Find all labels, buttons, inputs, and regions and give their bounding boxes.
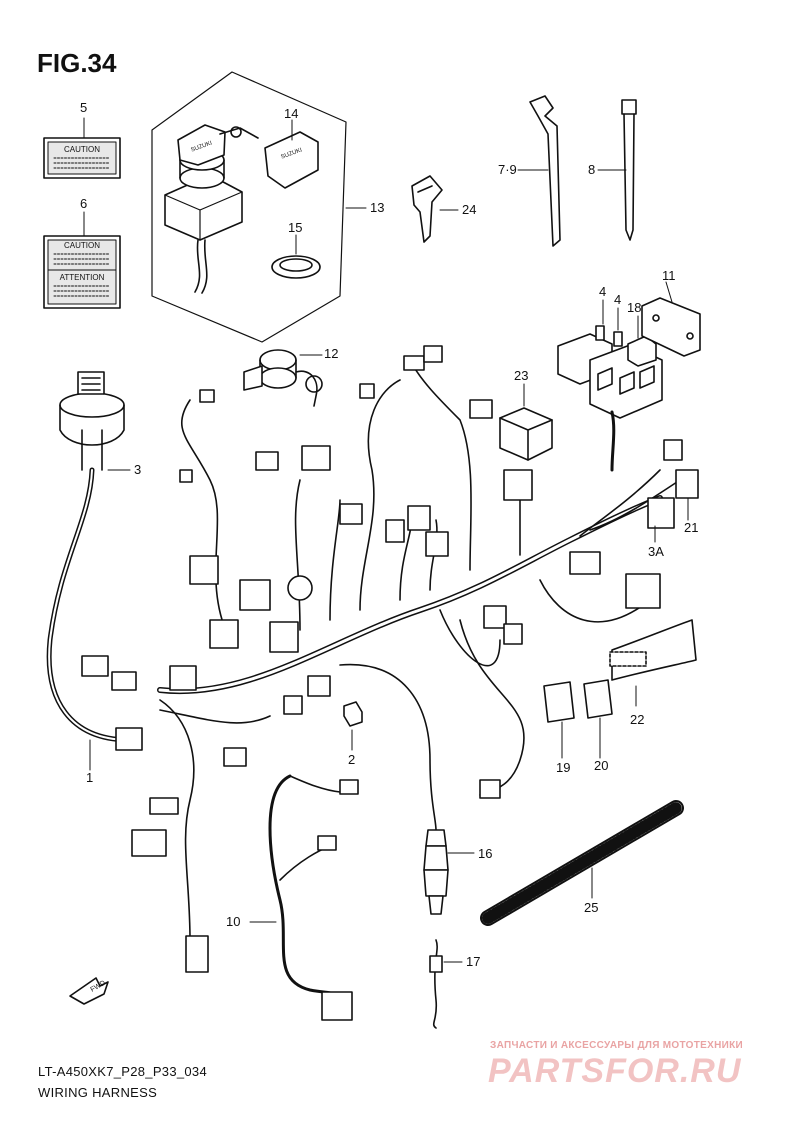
callout-24: 24 bbox=[462, 202, 476, 217]
connector-2 bbox=[343, 701, 363, 751]
ignition-switch-group: SUZUKI SUZUKI bbox=[151, 71, 347, 343]
callout-19: 19 bbox=[556, 760, 570, 775]
callout-1: 1 bbox=[86, 770, 93, 785]
cover-19 bbox=[543, 681, 575, 759]
socket-12 bbox=[243, 349, 323, 407]
key-24 bbox=[411, 175, 459, 243]
svg-text:CAUTION: CAUTION bbox=[64, 145, 100, 154]
corrugated-tube-25 bbox=[480, 800, 684, 926]
caution-label-5: CAUTION bbox=[43, 137, 121, 179]
relay-23 bbox=[499, 383, 553, 461]
callout-21: 21 bbox=[684, 520, 698, 535]
callout-8: 8 bbox=[588, 162, 595, 177]
callout-10: 10 bbox=[226, 914, 240, 929]
cover-20 bbox=[583, 679, 613, 759]
holder-22 bbox=[609, 619, 697, 707]
main-wiring-harness-1 bbox=[46, 359, 681, 941]
fuse-box-assembly bbox=[557, 281, 701, 472]
leader-lines bbox=[83, 117, 689, 771]
callout-6: 6 bbox=[80, 196, 87, 211]
figure-code: LT-A450XK7_P28_P33_034 bbox=[38, 1064, 207, 1079]
callout-16: 16 bbox=[478, 846, 492, 861]
callout-20: 20 bbox=[594, 758, 608, 773]
fwd-arrow-icon: FWD bbox=[69, 977, 109, 1005]
sensor-16 bbox=[423, 829, 475, 915]
callout-15: 15 bbox=[288, 220, 302, 235]
callout-13: 13 bbox=[370, 200, 384, 215]
cable-tie-7-9 bbox=[517, 95, 561, 247]
sub-harness-10 bbox=[249, 774, 359, 1021]
figure-name: WIRING HARNESS bbox=[38, 1085, 158, 1100]
watermark-tagline: ЗАПЧАСТИ И АКСЕССУАРЫ ДЛЯ МОТОТЕХНИКИ bbox=[490, 1040, 743, 1051]
callout-17: 17 bbox=[466, 954, 480, 969]
callout-2: 2 bbox=[348, 752, 355, 767]
callout-4b: 4 bbox=[614, 292, 621, 307]
callout-22: 22 bbox=[630, 712, 644, 727]
svg-text:ATTENTION: ATTENTION bbox=[60, 273, 105, 282]
callout-12: 12 bbox=[324, 346, 338, 361]
callout-3a: 3A bbox=[648, 544, 664, 559]
harness-connectors bbox=[81, 345, 699, 973]
callout-11: 11 bbox=[662, 268, 676, 283]
callout-numbers: 1 2 3 3A 4 4 5 6 7·9 8 10 11 12 13 14 15… bbox=[80, 100, 698, 969]
callout-14: 14 bbox=[284, 106, 298, 121]
callout-25: 25 bbox=[584, 900, 598, 915]
watermark-logo: PARTSFOR.RU bbox=[488, 1052, 742, 1090]
figure-title: FIG.34 bbox=[37, 48, 117, 78]
callout-3: 3 bbox=[134, 462, 141, 477]
callout-4a: 4 bbox=[599, 284, 606, 299]
callout-23: 23 bbox=[514, 368, 528, 383]
callout-5: 5 bbox=[80, 100, 87, 115]
svg-text:CAUTION: CAUTION bbox=[64, 241, 100, 250]
callout-7-9: 7·9 bbox=[498, 162, 517, 177]
clamp-17 bbox=[429, 939, 463, 1029]
cable-tie-8 bbox=[597, 99, 637, 241]
callout-18: 18 bbox=[627, 300, 641, 315]
caution-label-6: CAUTION ATTENTION bbox=[43, 235, 121, 309]
